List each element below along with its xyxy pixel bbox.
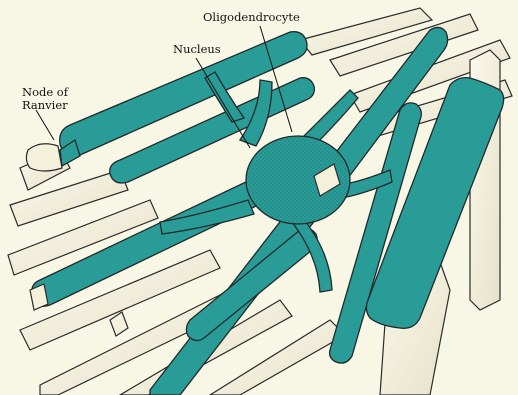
node-of-ranvier-label: Node of Ranvier: [22, 86, 102, 112]
node-label-line2: Ranvier: [22, 99, 102, 112]
nucleus-label: Nucleus: [173, 43, 221, 56]
oligodendrocyte-label: Oligodendrocyte: [203, 11, 300, 24]
